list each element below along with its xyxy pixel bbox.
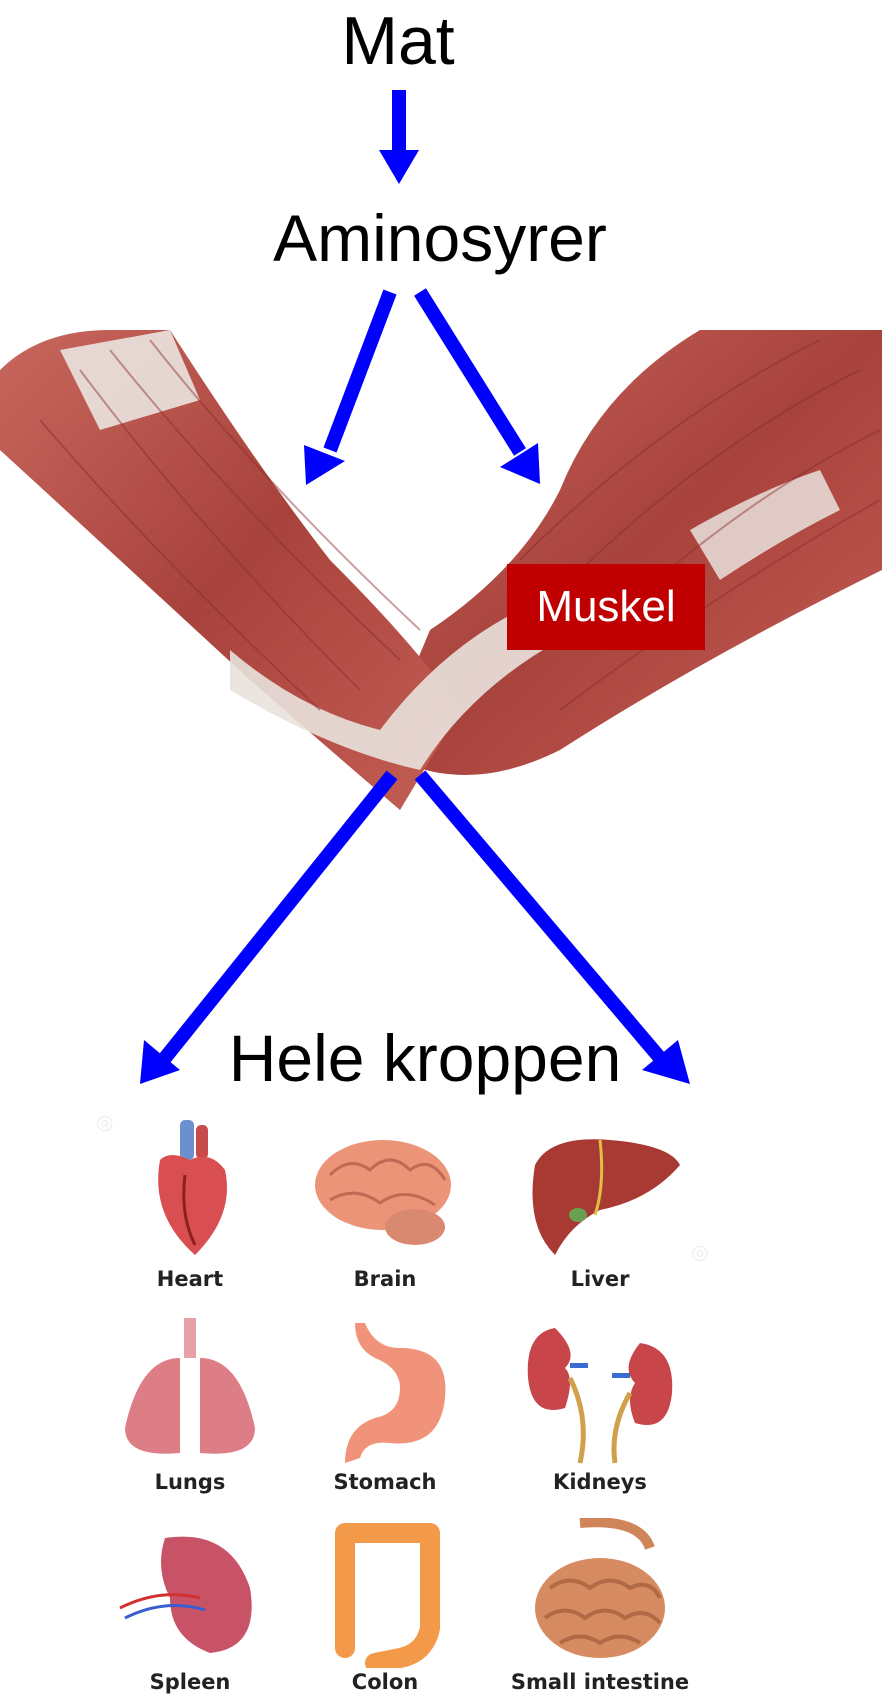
organ-liver: Liver bbox=[500, 1115, 700, 1305]
lungs-icon bbox=[110, 1318, 270, 1468]
organ-label: Brain bbox=[285, 1267, 485, 1291]
arrow-muscle-to-body-left bbox=[165, 775, 392, 1058]
arrowhead bbox=[642, 1040, 690, 1084]
organ-heart: Heart bbox=[90, 1115, 290, 1305]
organ-label: Heart bbox=[90, 1267, 290, 1291]
stomach-icon bbox=[305, 1318, 465, 1468]
organ-kidneys: Kidneys bbox=[500, 1318, 700, 1508]
organ-colon: Colon bbox=[285, 1518, 485, 1708]
amino-acids-label: Aminosyrer bbox=[273, 200, 607, 276]
muscle-label: Muskel bbox=[507, 564, 705, 650]
arrowhead bbox=[140, 1040, 180, 1084]
organ-label: Stomach bbox=[285, 1470, 485, 1494]
whole-body-label: Hele kroppen bbox=[229, 1020, 622, 1096]
small-intestine-icon bbox=[520, 1518, 680, 1668]
colon-icon bbox=[305, 1518, 465, 1668]
arrowhead bbox=[379, 150, 419, 184]
liver-icon bbox=[520, 1115, 680, 1265]
arm-muscle-illustration bbox=[0, 330, 882, 810]
spleen-icon bbox=[110, 1518, 270, 1668]
organ-stomach: Stomach bbox=[285, 1318, 485, 1508]
organ-label: Kidneys bbox=[500, 1470, 700, 1494]
food-label: Mat bbox=[341, 2, 454, 80]
organ-label: Lungs bbox=[90, 1470, 290, 1494]
organ-spleen: Spleen bbox=[90, 1518, 290, 1708]
organ-label: Small intestine bbox=[500, 1670, 700, 1694]
organ-label: Liver bbox=[500, 1267, 700, 1291]
organ-small-intestine: Small intestine bbox=[500, 1518, 700, 1708]
brain-icon bbox=[305, 1115, 465, 1265]
arrow-muscle-to-body-right bbox=[420, 775, 660, 1058]
organ-label: Spleen bbox=[90, 1670, 290, 1694]
organ-brain: Brain bbox=[285, 1115, 485, 1305]
heart-icon bbox=[110, 1115, 270, 1265]
organ-lungs: Lungs bbox=[90, 1318, 290, 1508]
kidneys-icon bbox=[520, 1318, 680, 1468]
organ-label: Colon bbox=[285, 1670, 485, 1694]
